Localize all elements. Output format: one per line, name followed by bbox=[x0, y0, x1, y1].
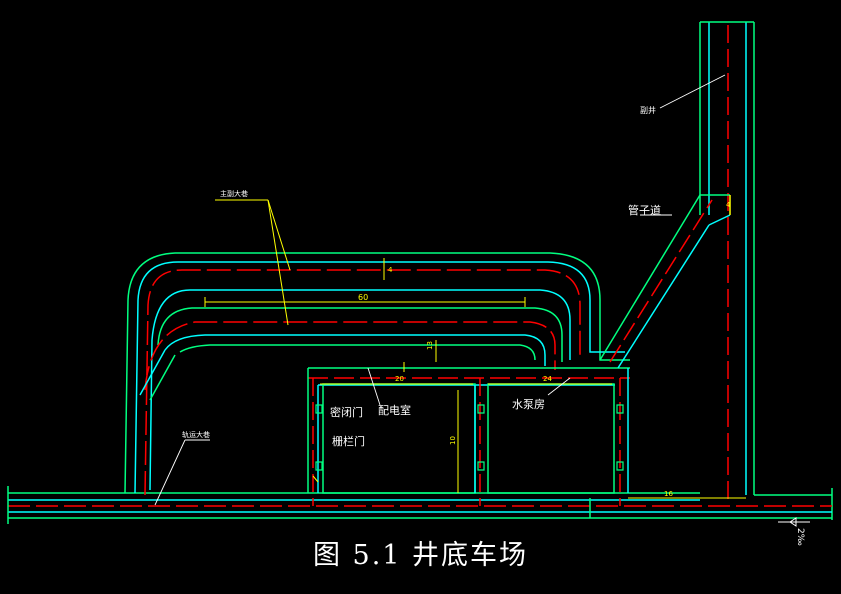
slope-label: 2‰ bbox=[795, 528, 805, 546]
main-roadway-label: 轨运大巷 bbox=[182, 430, 210, 439]
shaft bbox=[699, 21, 833, 520]
chambers bbox=[307, 367, 630, 506]
shaft-label: 副井 bbox=[640, 105, 656, 115]
dim-roadway-width: 4 bbox=[388, 266, 393, 274]
dim-loop-length: 60 bbox=[358, 293, 368, 302]
figure-caption: 图 5.1 井底车场 bbox=[312, 540, 529, 571]
leader-lines bbox=[154, 74, 726, 506]
substation-label: 配电室 bbox=[378, 403, 411, 417]
dim-gap: 13 bbox=[426, 341, 434, 350]
pipe-roadway bbox=[599, 194, 731, 369]
door-markers bbox=[315, 404, 624, 471]
dim-pipe-width: 4 bbox=[726, 201, 731, 209]
slope-marker bbox=[778, 517, 810, 527]
dim-room-height: 10 bbox=[449, 436, 457, 445]
dim-substation-width: 20 bbox=[395, 375, 404, 383]
grille-door-label: 栅栏门 bbox=[332, 434, 365, 448]
main-roadway bbox=[7, 486, 832, 524]
dim-pump-width: 24 bbox=[543, 375, 552, 383]
pump-room-label: 水泵房 bbox=[512, 398, 545, 411]
loop-roadway bbox=[124, 252, 630, 496]
pipe-roadway-label: 管子道 bbox=[628, 203, 661, 217]
main-haulage-label: 主副大巷 bbox=[220, 189, 248, 198]
dimension-lines bbox=[204, 199, 746, 499]
closed-door-label: 密闭门 bbox=[330, 405, 363, 419]
dim-shaft-offset: 16 bbox=[664, 490, 673, 498]
